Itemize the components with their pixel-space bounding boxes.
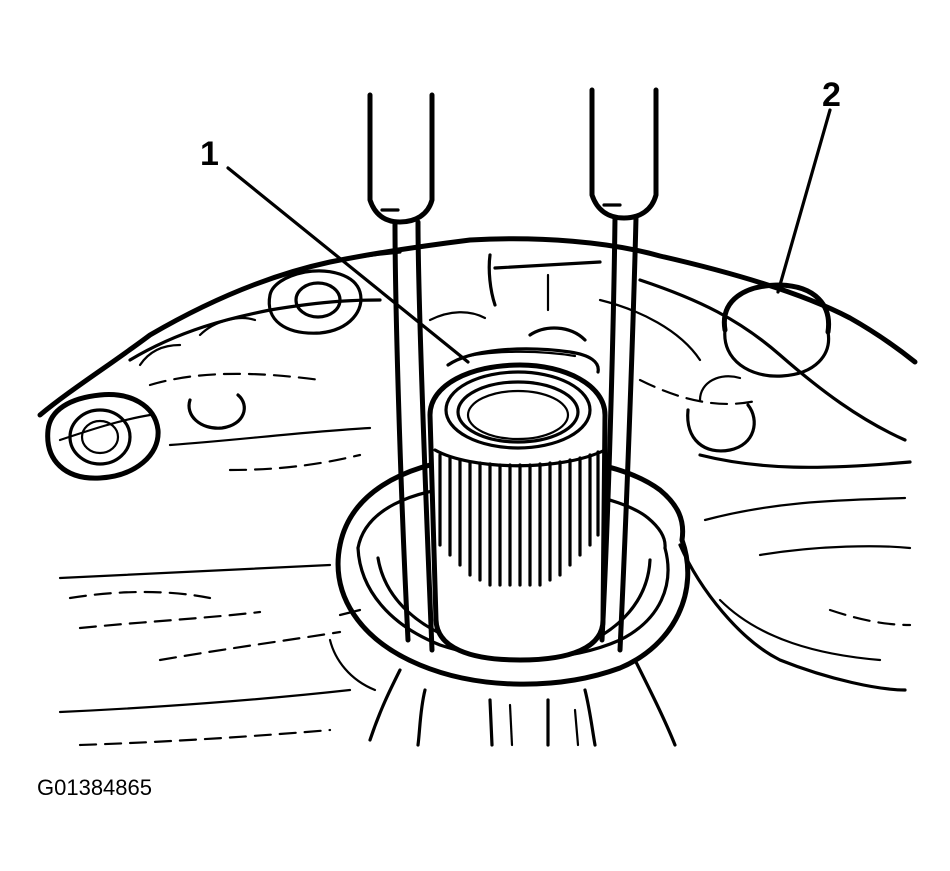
left-bolt-boss (45, 392, 161, 481)
figure-id: G01384865 (37, 775, 152, 800)
callout-2-label: 2 (822, 76, 841, 114)
case-housing (37, 236, 918, 747)
upper-bolt-boss (138, 269, 363, 430)
callout-1-label: 1 (200, 135, 219, 173)
spline-teeth (438, 450, 600, 587)
callout-2-leader (776, 108, 832, 294)
case-plug (686, 282, 832, 453)
top-recess (428, 253, 602, 342)
callout-1-leader (226, 166, 470, 364)
pry-tool-left (367, 92, 435, 653)
splined-seal (427, 347, 608, 663)
